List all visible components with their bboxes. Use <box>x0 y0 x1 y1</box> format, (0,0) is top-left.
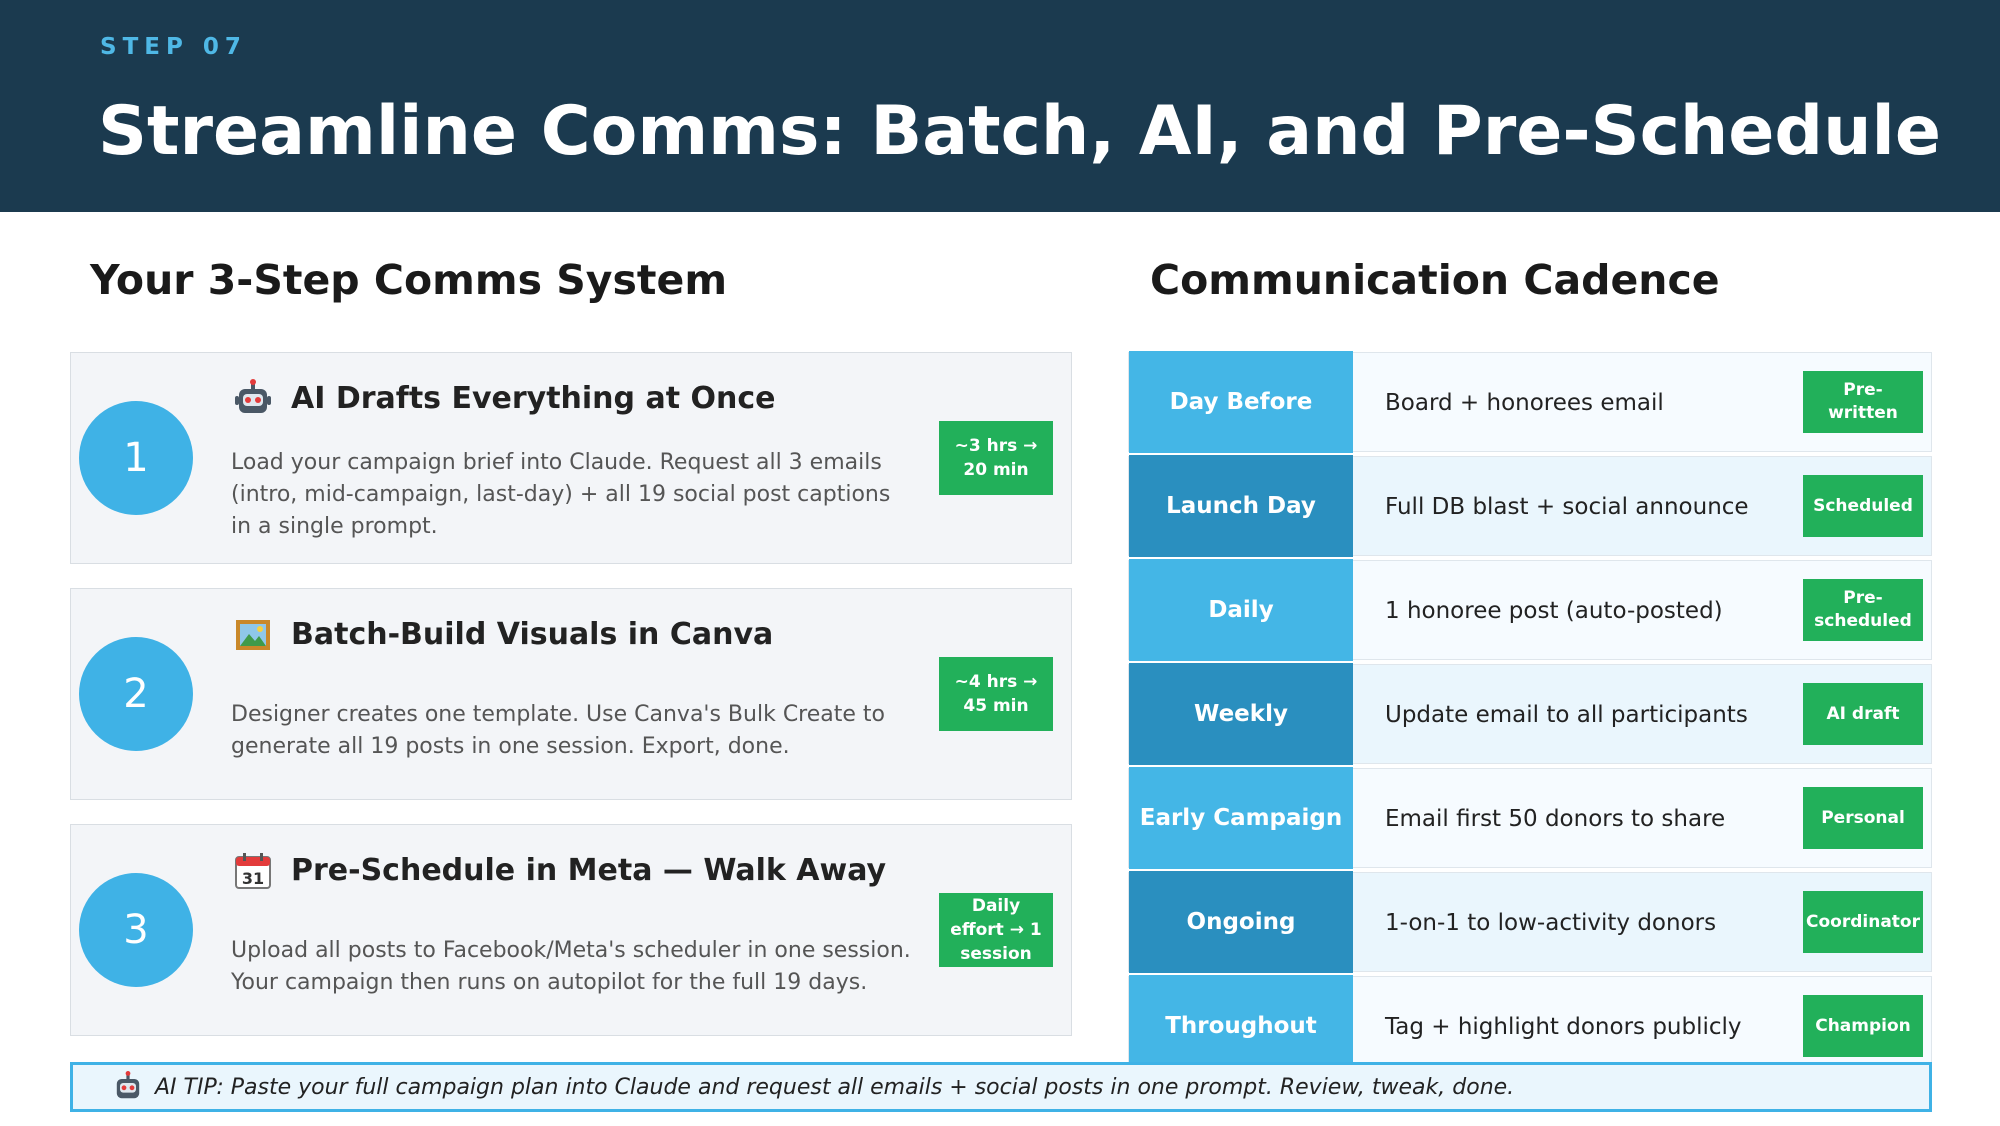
cadence-label: Throughout <box>1129 975 1353 1077</box>
step-label: STEP 07 <box>100 34 247 60</box>
ai-tip-bar: AI TIP: Paste your full campaign plan in… <box>70 1062 1932 1112</box>
step-description: Load your campaign brief into Claude. Re… <box>231 450 891 539</box>
step-number-circle: 1 <box>79 401 193 515</box>
cadence-text: Board + honorees email <box>1385 390 1664 416</box>
cadence-badge: Pre-scheduled <box>1803 579 1923 641</box>
cadence-badge: Scheduled <box>1803 475 1923 537</box>
cadence-text: Update email to all participants <box>1385 702 1748 728</box>
step-number-circle: 2 <box>79 637 193 751</box>
cadence-row: Weekly Update email to all participants … <box>1128 663 1932 765</box>
cadence-row: Ongoing 1-on-1 to low-activity donors Co… <box>1128 871 1932 973</box>
calendar-icon: 31 <box>233 851 273 891</box>
robot-icon <box>233 379 273 419</box>
cadence-row: Throughout Tag + highlight donors public… <box>1128 975 1932 1077</box>
step-number-circle: 3 <box>79 873 193 987</box>
cadence-badge: Coordinator <box>1803 891 1923 953</box>
cadence-label: Early Campaign <box>1129 767 1353 869</box>
time-saved-badge: ~4 hrs → 45 min <box>939 657 1053 731</box>
cadence-row: Launch Day Full DB blast + social announ… <box>1128 455 1932 557</box>
cadence-label: Weekly <box>1129 663 1353 765</box>
cadence-text: Full DB blast + social announce <box>1385 494 1749 520</box>
ai-tip-text: AI TIP: Paste your full campaign plan in… <box>155 1074 1515 1100</box>
cadence-badge: Pre-written <box>1803 371 1923 433</box>
cadence-label: Ongoing <box>1129 871 1353 973</box>
picture-icon <box>233 615 273 655</box>
cadence-label: Daily <box>1129 559 1353 661</box>
page-title: Streamline Comms: Batch, AI, and Pre-Sch… <box>98 92 1941 171</box>
step-description: Upload all posts to Facebook/Meta's sche… <box>231 938 911 995</box>
time-saved-badge: ~3 hrs → 20 min <box>939 421 1053 495</box>
cadence-text: 1 honoree post (auto-posted) <box>1385 598 1723 624</box>
cadence-text: Email first 50 donors to share <box>1385 806 1726 832</box>
cadence-label: Day Before <box>1129 351 1353 453</box>
steps-section-title: Your 3-Step Comms System <box>90 256 728 304</box>
calendar-day-number: 31 <box>242 869 264 888</box>
cadence-row: Early Campaign Email first 50 donors to … <box>1128 767 1932 869</box>
step-description: Designer creates one template. Use Canva… <box>231 702 885 759</box>
step-card-1: 1 AI Drafts Everything at Once Load your… <box>70 352 1072 564</box>
cadence-section-title: Communication Cadence <box>1150 256 1720 304</box>
step-card-2: 2 Batch-Build Visuals in Canva Designer … <box>70 588 1072 800</box>
cadence-text: 1-on-1 to low-activity donors <box>1385 910 1717 936</box>
cadence-badge: AI draft <box>1803 683 1923 745</box>
cadence-text: Tag + highlight donors publicly <box>1385 1014 1742 1040</box>
header-banner: STEP 07 Streamline Comms: Batch, AI, and… <box>0 0 2000 212</box>
robot-icon <box>111 1071 145 1103</box>
step-heading: AI Drafts Everything at Once <box>291 381 776 416</box>
cadence-row: Daily 1 honoree post (auto-posted) Pre-s… <box>1128 559 1932 661</box>
cadence-label: Launch Day <box>1129 455 1353 557</box>
time-saved-badge: Daily effort → 1 session <box>939 893 1053 967</box>
cadence-badge: Personal <box>1803 787 1923 849</box>
step-heading: Batch-Build Visuals in Canva <box>291 617 774 652</box>
cadence-row: Day Before Board + honorees email Pre-wr… <box>1128 351 1932 453</box>
cadence-badge: Champion <box>1803 995 1923 1057</box>
step-heading: Pre-Schedule in Meta — Walk Away <box>291 853 887 888</box>
step-card-3: 3 31 Pre-Schedule in Meta — Walk Away Up… <box>70 824 1072 1036</box>
